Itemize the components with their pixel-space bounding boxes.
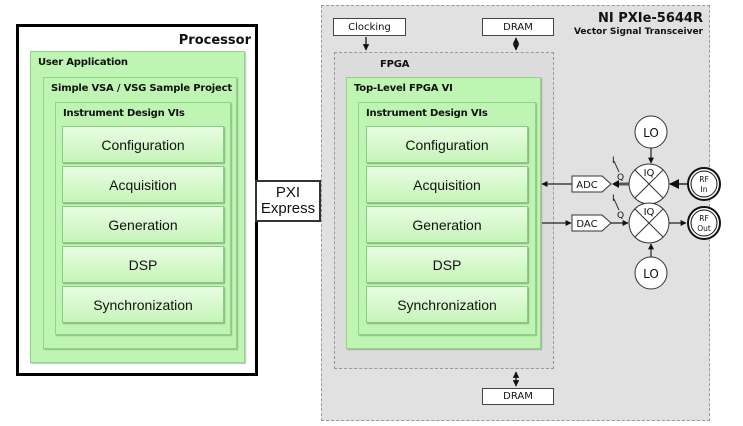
pxi-express-line2: Express <box>260 200 316 217</box>
iq-bus-label-bottom: I Q <box>612 194 624 221</box>
iq-bus-label-top: I Q <box>612 156 624 183</box>
user-application-label: User Application <box>38 57 128 68</box>
fpga-vi-synchronization[interactable]: Synchronization <box>366 286 528 323</box>
adc-label: ADC <box>576 180 598 191</box>
svg-text:I: I <box>612 156 615 166</box>
host-vi-dsp[interactable]: DSP <box>62 246 224 283</box>
adc-block[interactable]: ADC <box>571 175 612 193</box>
svg-text:Q: Q <box>617 173 624 183</box>
rx-mixer-label: IQ <box>644 168 655 179</box>
pxi-express-line1: PXI <box>275 184 301 201</box>
dac-block[interactable]: DAC <box>571 214 612 232</box>
svg-text:I: I <box>612 194 615 204</box>
rf-out-label-line1: RF <box>699 214 709 223</box>
top-level-fpga-label: Top-Level FPGA VI <box>354 83 453 94</box>
fpga-vi-dsp[interactable]: DSP <box>366 246 528 283</box>
clocking-box[interactable]: Clocking <box>333 18 406 36</box>
tx-mixer-label: IQ <box>644 207 655 218</box>
host-vi-synchronization[interactable]: Synchronization <box>62 286 224 323</box>
lo-bottom[interactable]: LO <box>634 256 668 290</box>
device-title-block: NI PXIe-5644R Vector Signal Transceiver <box>574 11 703 38</box>
fpga-instrument-design-label: Instrument Design VIs <box>366 108 488 119</box>
lo-top-label: LO <box>643 126 659 140</box>
rf-out-port[interactable]: RF Out <box>687 206 721 240</box>
instrument-design-label: Instrument Design VIs <box>63 108 185 119</box>
pxi-express-bus[interactable]: PXI Express <box>255 180 321 222</box>
rf-in-port[interactable]: RF In <box>687 167 721 201</box>
rf-in-label-line1: RF <box>699 175 709 184</box>
rx-mixer[interactable]: IQ <box>628 163 670 205</box>
dram-bottom-box[interactable]: DRAM <box>482 388 554 405</box>
host-vi-configuration[interactable]: Configuration <box>62 126 224 163</box>
host-vi-generation[interactable]: Generation <box>62 206 224 243</box>
svg-text:Q: Q <box>617 211 624 221</box>
device-title: NI PXIe-5644R <box>597 11 703 26</box>
lo-bottom-label: LO <box>643 267 659 281</box>
processor-title: Processor <box>178 33 251 48</box>
lo-top[interactable]: LO <box>634 115 668 149</box>
sample-project-label: Simple VSA / VSG Sample Project <box>51 83 232 94</box>
tx-mixer[interactable]: IQ <box>628 202 670 244</box>
fpga-vi-generation[interactable]: Generation <box>366 206 528 243</box>
fpga-label: FPGA <box>380 59 410 70</box>
host-vi-acquisition[interactable]: Acquisition <box>62 166 224 203</box>
device-subtitle: Vector Signal Transceiver <box>573 27 703 37</box>
fpga-vi-acquisition[interactable]: Acquisition <box>366 166 528 203</box>
rf-out-label-line2: Out <box>697 224 711 233</box>
dram-top-box[interactable]: DRAM <box>482 18 554 36</box>
dac-label: DAC <box>576 219 597 230</box>
rf-in-label-line2: In <box>701 185 708 194</box>
fpga-vi-configuration[interactable]: Configuration <box>366 126 528 163</box>
